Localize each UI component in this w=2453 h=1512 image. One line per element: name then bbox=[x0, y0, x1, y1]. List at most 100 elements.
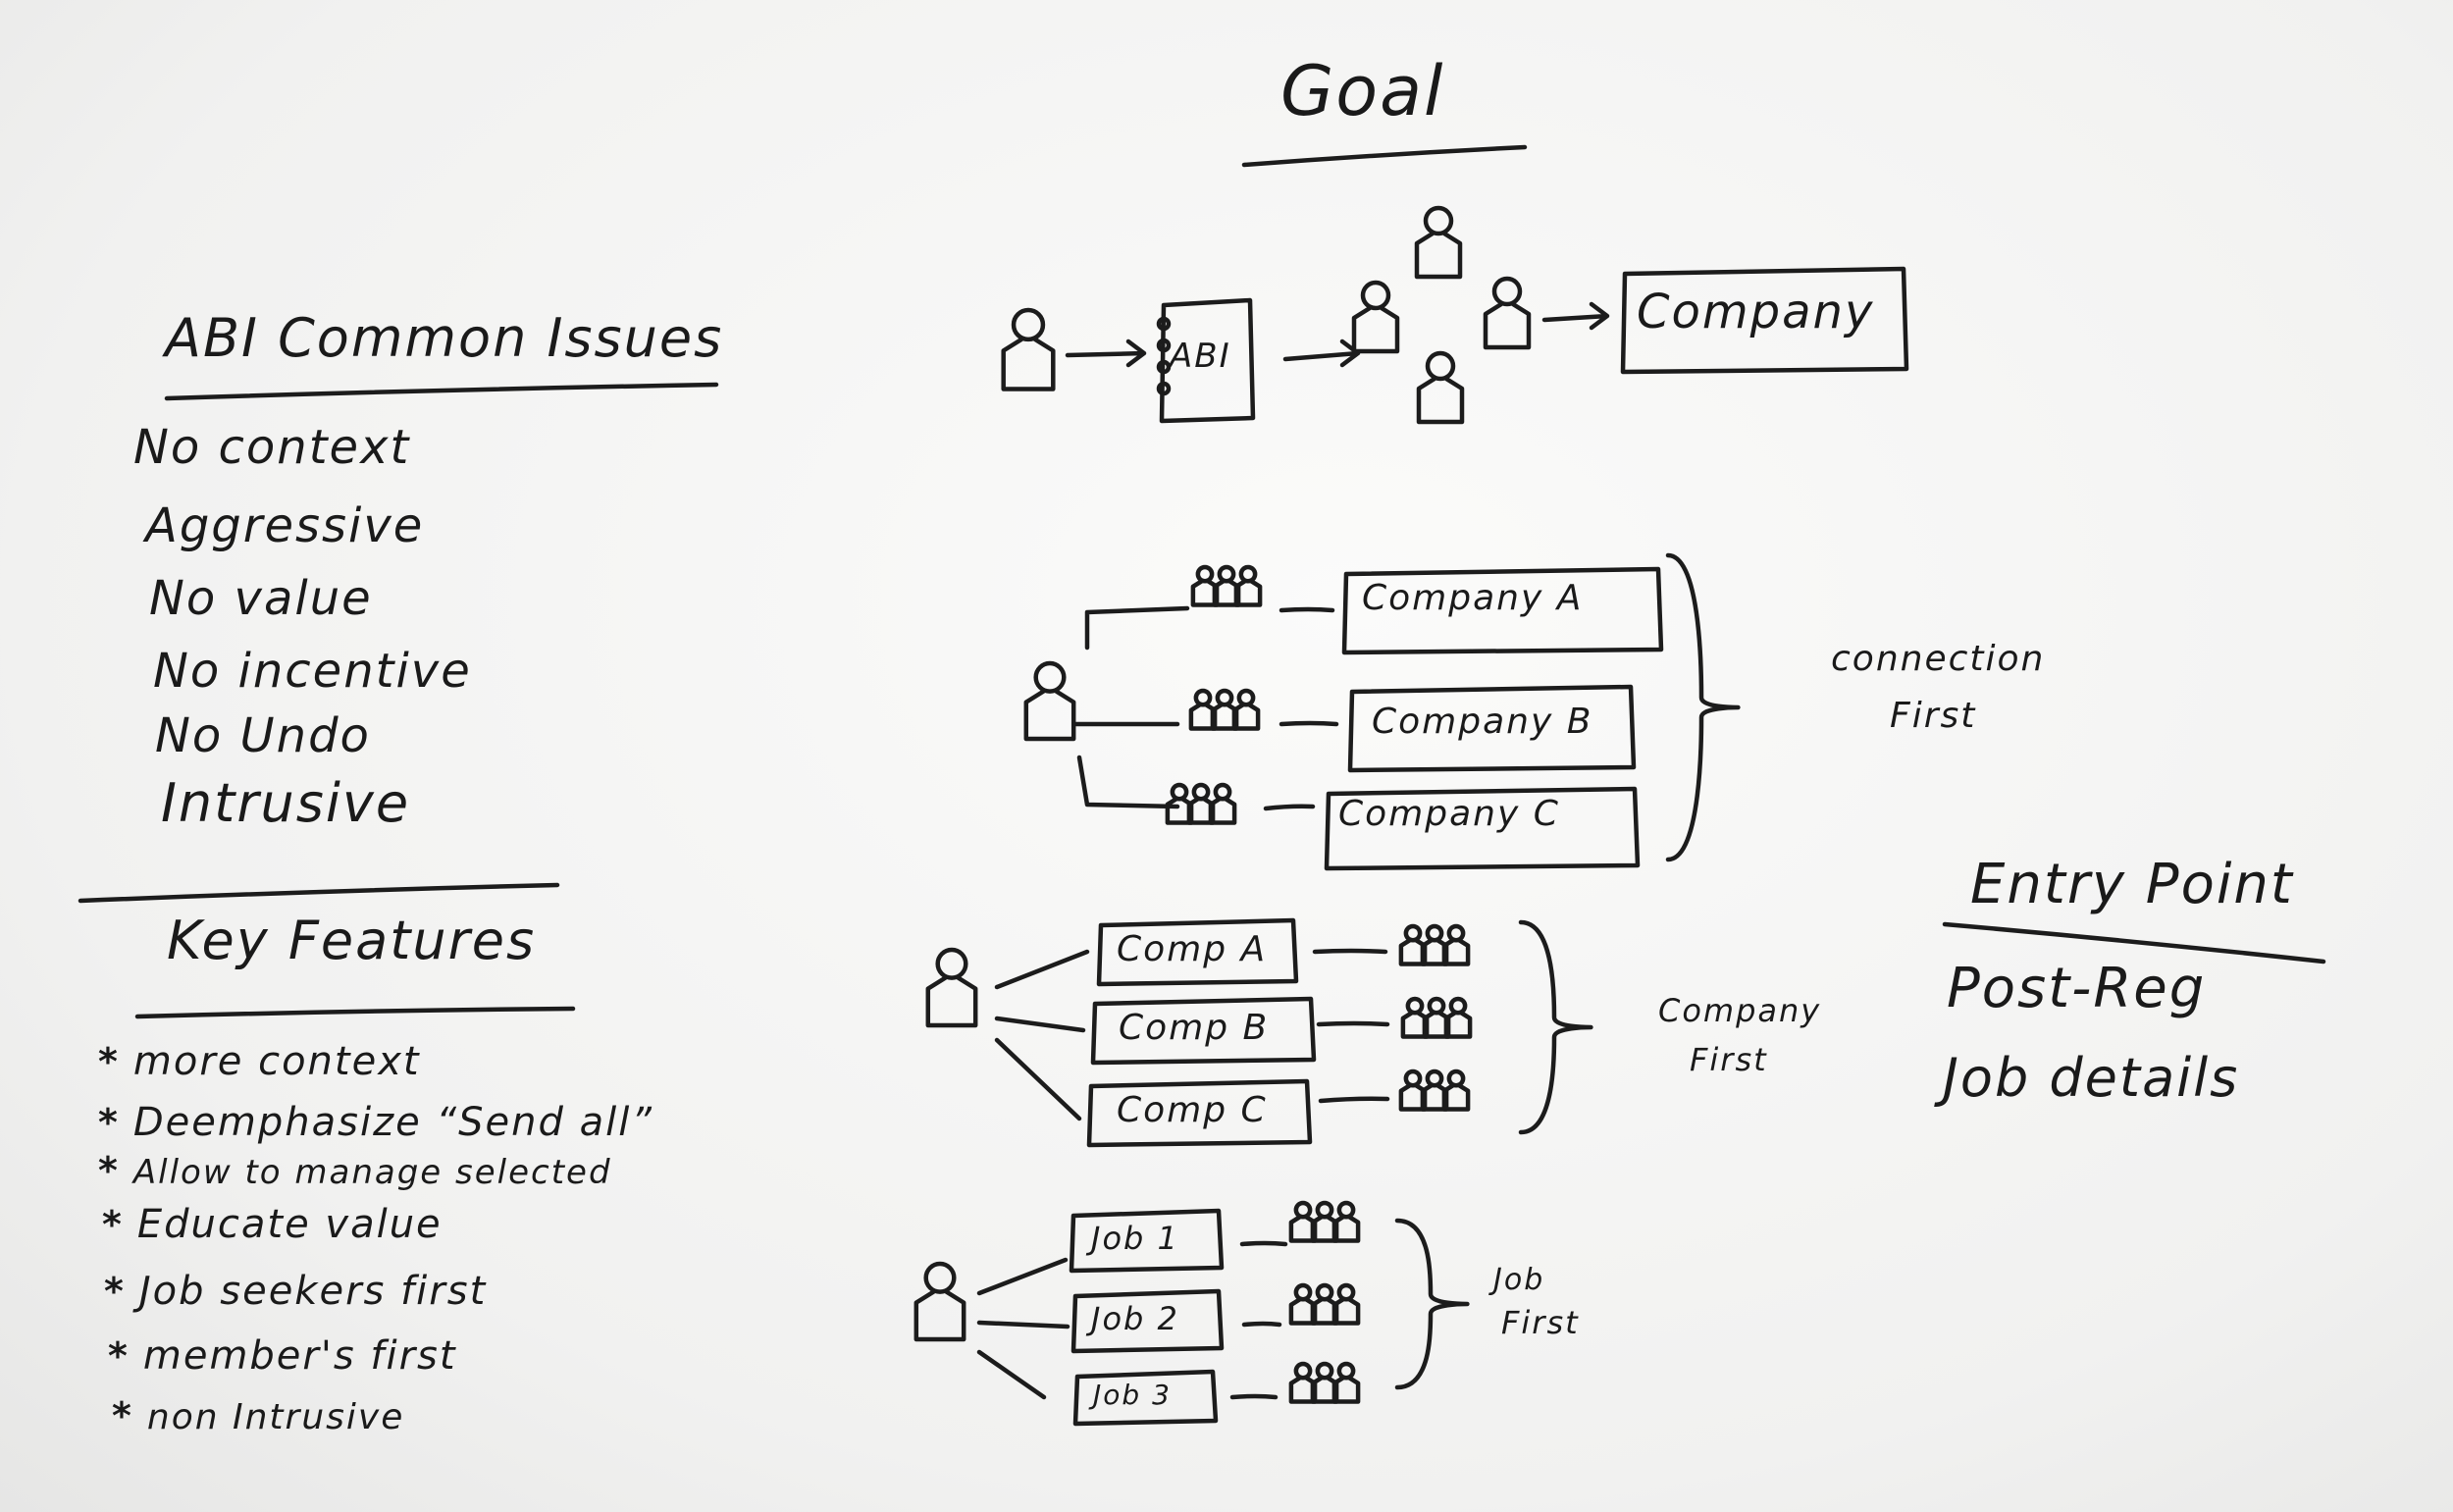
connection-first-label-line2: First bbox=[1890, 696, 1977, 736]
person-group-icon bbox=[1400, 996, 1473, 1039]
feature-item: *Job seekers first bbox=[104, 1272, 487, 1311]
person-group-icon bbox=[1288, 1200, 1361, 1243]
feature-item: * member's first bbox=[108, 1336, 457, 1376]
goal-connection-person-icon bbox=[1483, 276, 1532, 350]
issue-item: Aggressive bbox=[145, 498, 425, 553]
company-first-label-line2: First bbox=[1690, 1041, 1768, 1078]
job-first-branch-line bbox=[976, 1257, 1070, 1400]
goal-connection-person-icon bbox=[1351, 280, 1400, 354]
connector-line bbox=[1279, 720, 1339, 727]
goal-connection-person-icon bbox=[1416, 350, 1465, 425]
person-icon bbox=[1331, 1200, 1361, 1243]
person-group-icon bbox=[1398, 1069, 1471, 1112]
job-first-brace bbox=[1394, 1218, 1470, 1390]
bullet-asterisk: * bbox=[98, 1040, 120, 1083]
connector-line bbox=[1241, 1321, 1282, 1328]
issues-heading-underline bbox=[164, 382, 719, 401]
connection-first-brace bbox=[1665, 552, 1741, 862]
company-first-box-label: Comp B bbox=[1119, 1008, 1270, 1048]
feature-text: member's first bbox=[142, 1333, 457, 1379]
connector-line bbox=[1239, 1240, 1288, 1247]
bullet-asterisk: * bbox=[98, 1149, 120, 1192]
job-first-label-line1: Job bbox=[1493, 1263, 1545, 1297]
features-heading: Key Features bbox=[167, 910, 537, 971]
connection-first-company-box bbox=[1341, 566, 1664, 655]
issue-item: No value bbox=[149, 571, 373, 626]
person-group-icon bbox=[1398, 923, 1471, 966]
goal-arrow-icon bbox=[1065, 339, 1147, 368]
company-first-branch-line bbox=[994, 949, 1090, 1121]
connector-line bbox=[1318, 1096, 1390, 1104]
person-icon bbox=[1231, 688, 1261, 731]
entry-point-heading: Entry Point bbox=[1970, 853, 2294, 916]
bullet-asterisk: * bbox=[98, 1101, 120, 1144]
connection-first-user-person-icon bbox=[1023, 660, 1076, 742]
issues-heading: ABI Common Issues bbox=[165, 307, 724, 369]
goal-company-box-label: Company bbox=[1637, 285, 1875, 339]
notebook-ring-icon bbox=[1156, 316, 1172, 332]
job-first-box-label: Job 1 bbox=[1091, 1220, 1179, 1257]
feature-text: Deemphasize “Send all” bbox=[132, 1100, 654, 1145]
connector-line bbox=[1263, 804, 1316, 811]
connection-first-company-box bbox=[1347, 684, 1637, 773]
section-divider-line bbox=[78, 882, 560, 904]
bullet-asterisk: * bbox=[104, 1270, 126, 1313]
goal-title: Goal bbox=[1280, 51, 1445, 131]
company-first-company-box bbox=[1086, 1078, 1313, 1148]
company-first-label-line1: Company bbox=[1658, 992, 1822, 1029]
issue-item: No context bbox=[133, 420, 411, 475]
entry-point-item: Job details bbox=[1943, 1047, 2240, 1109]
feature-text: more context bbox=[132, 1039, 421, 1084]
bullet-asterisk: * bbox=[108, 1334, 130, 1378]
goal-user-person-icon bbox=[1001, 307, 1056, 391]
person-icon bbox=[1331, 1361, 1361, 1404]
feature-text: Allow to manage selected bbox=[132, 1153, 612, 1192]
goal-connection-person-icon bbox=[1414, 205, 1463, 280]
connector-line bbox=[1229, 1393, 1279, 1400]
job-first-user-person-icon bbox=[913, 1261, 966, 1342]
person-icon bbox=[1441, 923, 1471, 966]
job-first-box-label: Job 2 bbox=[1091, 1300, 1179, 1337]
entry-point-heading-underline bbox=[1942, 921, 2326, 965]
connection-first-box-label: Company C bbox=[1338, 794, 1560, 834]
person-group-icon bbox=[1288, 1361, 1361, 1404]
company-first-box-label: Comp C bbox=[1117, 1090, 1268, 1130]
connector-line bbox=[1316, 1020, 1390, 1027]
goal-abi-box-label: ABI bbox=[1170, 337, 1231, 376]
company-first-user-person-icon bbox=[925, 947, 978, 1028]
company-first-brace bbox=[1518, 919, 1593, 1135]
bullet-asterisk: * bbox=[112, 1394, 133, 1437]
goal-arrow-icon bbox=[1541, 301, 1610, 331]
connection-first-company-box bbox=[1324, 786, 1641, 871]
job-first-job-box bbox=[1072, 1369, 1219, 1427]
issue-item: No Undo bbox=[155, 708, 371, 763]
person-icon bbox=[1443, 996, 1473, 1039]
person-icon bbox=[1233, 564, 1263, 607]
person-group-icon bbox=[1190, 564, 1263, 607]
job-first-job-box bbox=[1069, 1208, 1225, 1274]
person-group-icon bbox=[1188, 688, 1261, 731]
job-first-box-label: Job 3 bbox=[1093, 1379, 1172, 1411]
company-first-company-box bbox=[1096, 917, 1299, 987]
job-first-label-line2: First bbox=[1501, 1304, 1580, 1341]
goal-arrow-icon bbox=[1282, 339, 1361, 368]
company-first-company-box bbox=[1090, 996, 1317, 1066]
issue-item: No incentive bbox=[153, 644, 472, 699]
connection-first-box-label: Company B bbox=[1372, 702, 1593, 742]
person-icon bbox=[1441, 1069, 1471, 1112]
feature-item: * Deemphasize “Send all” bbox=[98, 1103, 653, 1142]
issue-item: Intrusive bbox=[161, 772, 411, 834]
notebook-ring-icon bbox=[1156, 381, 1172, 396]
goal-company-box bbox=[1620, 266, 1909, 375]
connection-first-label-line1: connection bbox=[1831, 639, 2046, 679]
entry-point-item: Post-Reg bbox=[1947, 957, 2207, 1020]
connection-first-tree-line bbox=[1072, 605, 1190, 809]
features-heading-underline bbox=[134, 1006, 576, 1019]
feature-item: *non Intrusive bbox=[112, 1397, 404, 1435]
feature-item: * Allow to manage selected bbox=[98, 1152, 612, 1189]
feature-item: * more context bbox=[98, 1042, 421, 1081]
job-first-job-box bbox=[1070, 1288, 1225, 1354]
goal-title-underline bbox=[1241, 144, 1528, 168]
